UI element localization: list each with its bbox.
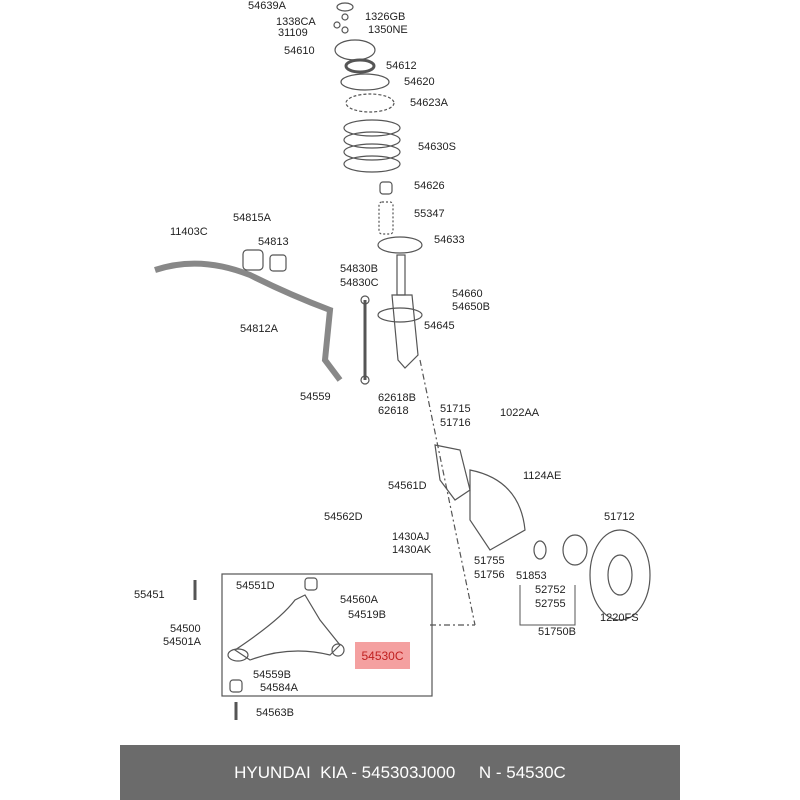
footer-part-number-bar: HYUNDAI KIA - 545303J000 N - 54530C [120,745,680,800]
part-label[interactable]: 1326GB [365,11,406,23]
part-label[interactable]: 54633 [434,234,465,246]
part-strut [396,254,406,296]
part-label[interactable]: 1022AA [500,407,540,419]
part-label[interactable]: 54519B [348,609,386,621]
part-label[interactable]: 31109 [278,27,308,39]
part-label[interactable]: 51712 [604,511,635,523]
part-label[interactable]: 55347 [414,208,445,220]
part-label[interactable]: 51715 [440,403,471,415]
part-dust-shield [469,469,526,551]
part-label[interactable]: 51716 [440,417,471,429]
part-label[interactable]: 1220FS [600,612,639,624]
part-label[interactable]: 54620 [404,76,435,88]
part-label[interactable]: 54830B [340,263,378,275]
part-dust-boot [378,201,394,235]
part-label[interactable]: 62618B [378,392,416,404]
part-label[interactable]: 54630S [418,141,456,153]
part-label[interactable]: 55451 [134,589,165,601]
part-label[interactable]: 54612 [386,60,417,72]
part-label[interactable]: 62618 [378,405,409,417]
part-label[interactable]: 54813 [258,236,289,248]
part-brake-disc [589,529,651,621]
part-label[interactable]: 54500 [170,623,201,635]
part-label[interactable]: 54561D [388,480,427,492]
part-coil-spring [343,119,401,173]
part-label[interactable]: 1430AJ [392,531,430,543]
part-label[interactable]: 51755 [474,555,505,567]
part-label[interactable]: 54559 [300,391,331,403]
part-label[interactable]: 54501A [163,636,201,648]
part-label[interactable]: 1338CA [276,16,316,28]
part-label[interactable]: 54584A [260,682,298,694]
part-label[interactable]: 52752 [535,584,566,596]
part-label[interactable]: 54830C [340,277,379,289]
part-cap [336,2,354,12]
part-label[interactable]: 51853 [516,570,547,582]
part-label[interactable]: 51750B [538,626,576,638]
highlighted-part-label[interactable]: 54530C [355,642,410,669]
part-label[interactable]: 54560A [340,594,378,606]
part-label[interactable]: 51756 [474,569,505,581]
part-label[interactable]: 54610 [284,45,315,57]
part-stabilizer-bar [154,260,343,382]
part-knuckle [434,444,471,501]
lower-arm-group-box [221,573,433,697]
part-label[interactable]: 1350NE [368,24,408,36]
part-label[interactable]: 54650B [452,301,490,313]
part-label[interactable]: 54626 [414,180,445,192]
part-label[interactable]: 54551D [236,580,275,592]
part-label[interactable]: 1124AE [523,470,562,482]
part-label[interactable]: 11403C [170,226,208,238]
part-label[interactable]: 54812A [240,323,278,335]
part-label[interactable]: 54639A [248,0,286,12]
part-label[interactable]: 54660 [452,288,483,300]
part-label[interactable]: 54815A [233,212,271,224]
part-label[interactable]: 54623A [410,97,448,109]
part-lower-control-arm [233,594,341,661]
part-label[interactable]: 54562D [324,511,363,523]
part-label[interactable]: 54563B [256,707,294,719]
part-label[interactable]: 52755 [535,598,566,610]
part-strut-mount [334,39,376,61]
part-label[interactable]: 54645 [424,320,455,332]
part-label[interactable]: 1430AK [392,544,432,556]
part-label[interactable]: 54559B [253,669,291,681]
